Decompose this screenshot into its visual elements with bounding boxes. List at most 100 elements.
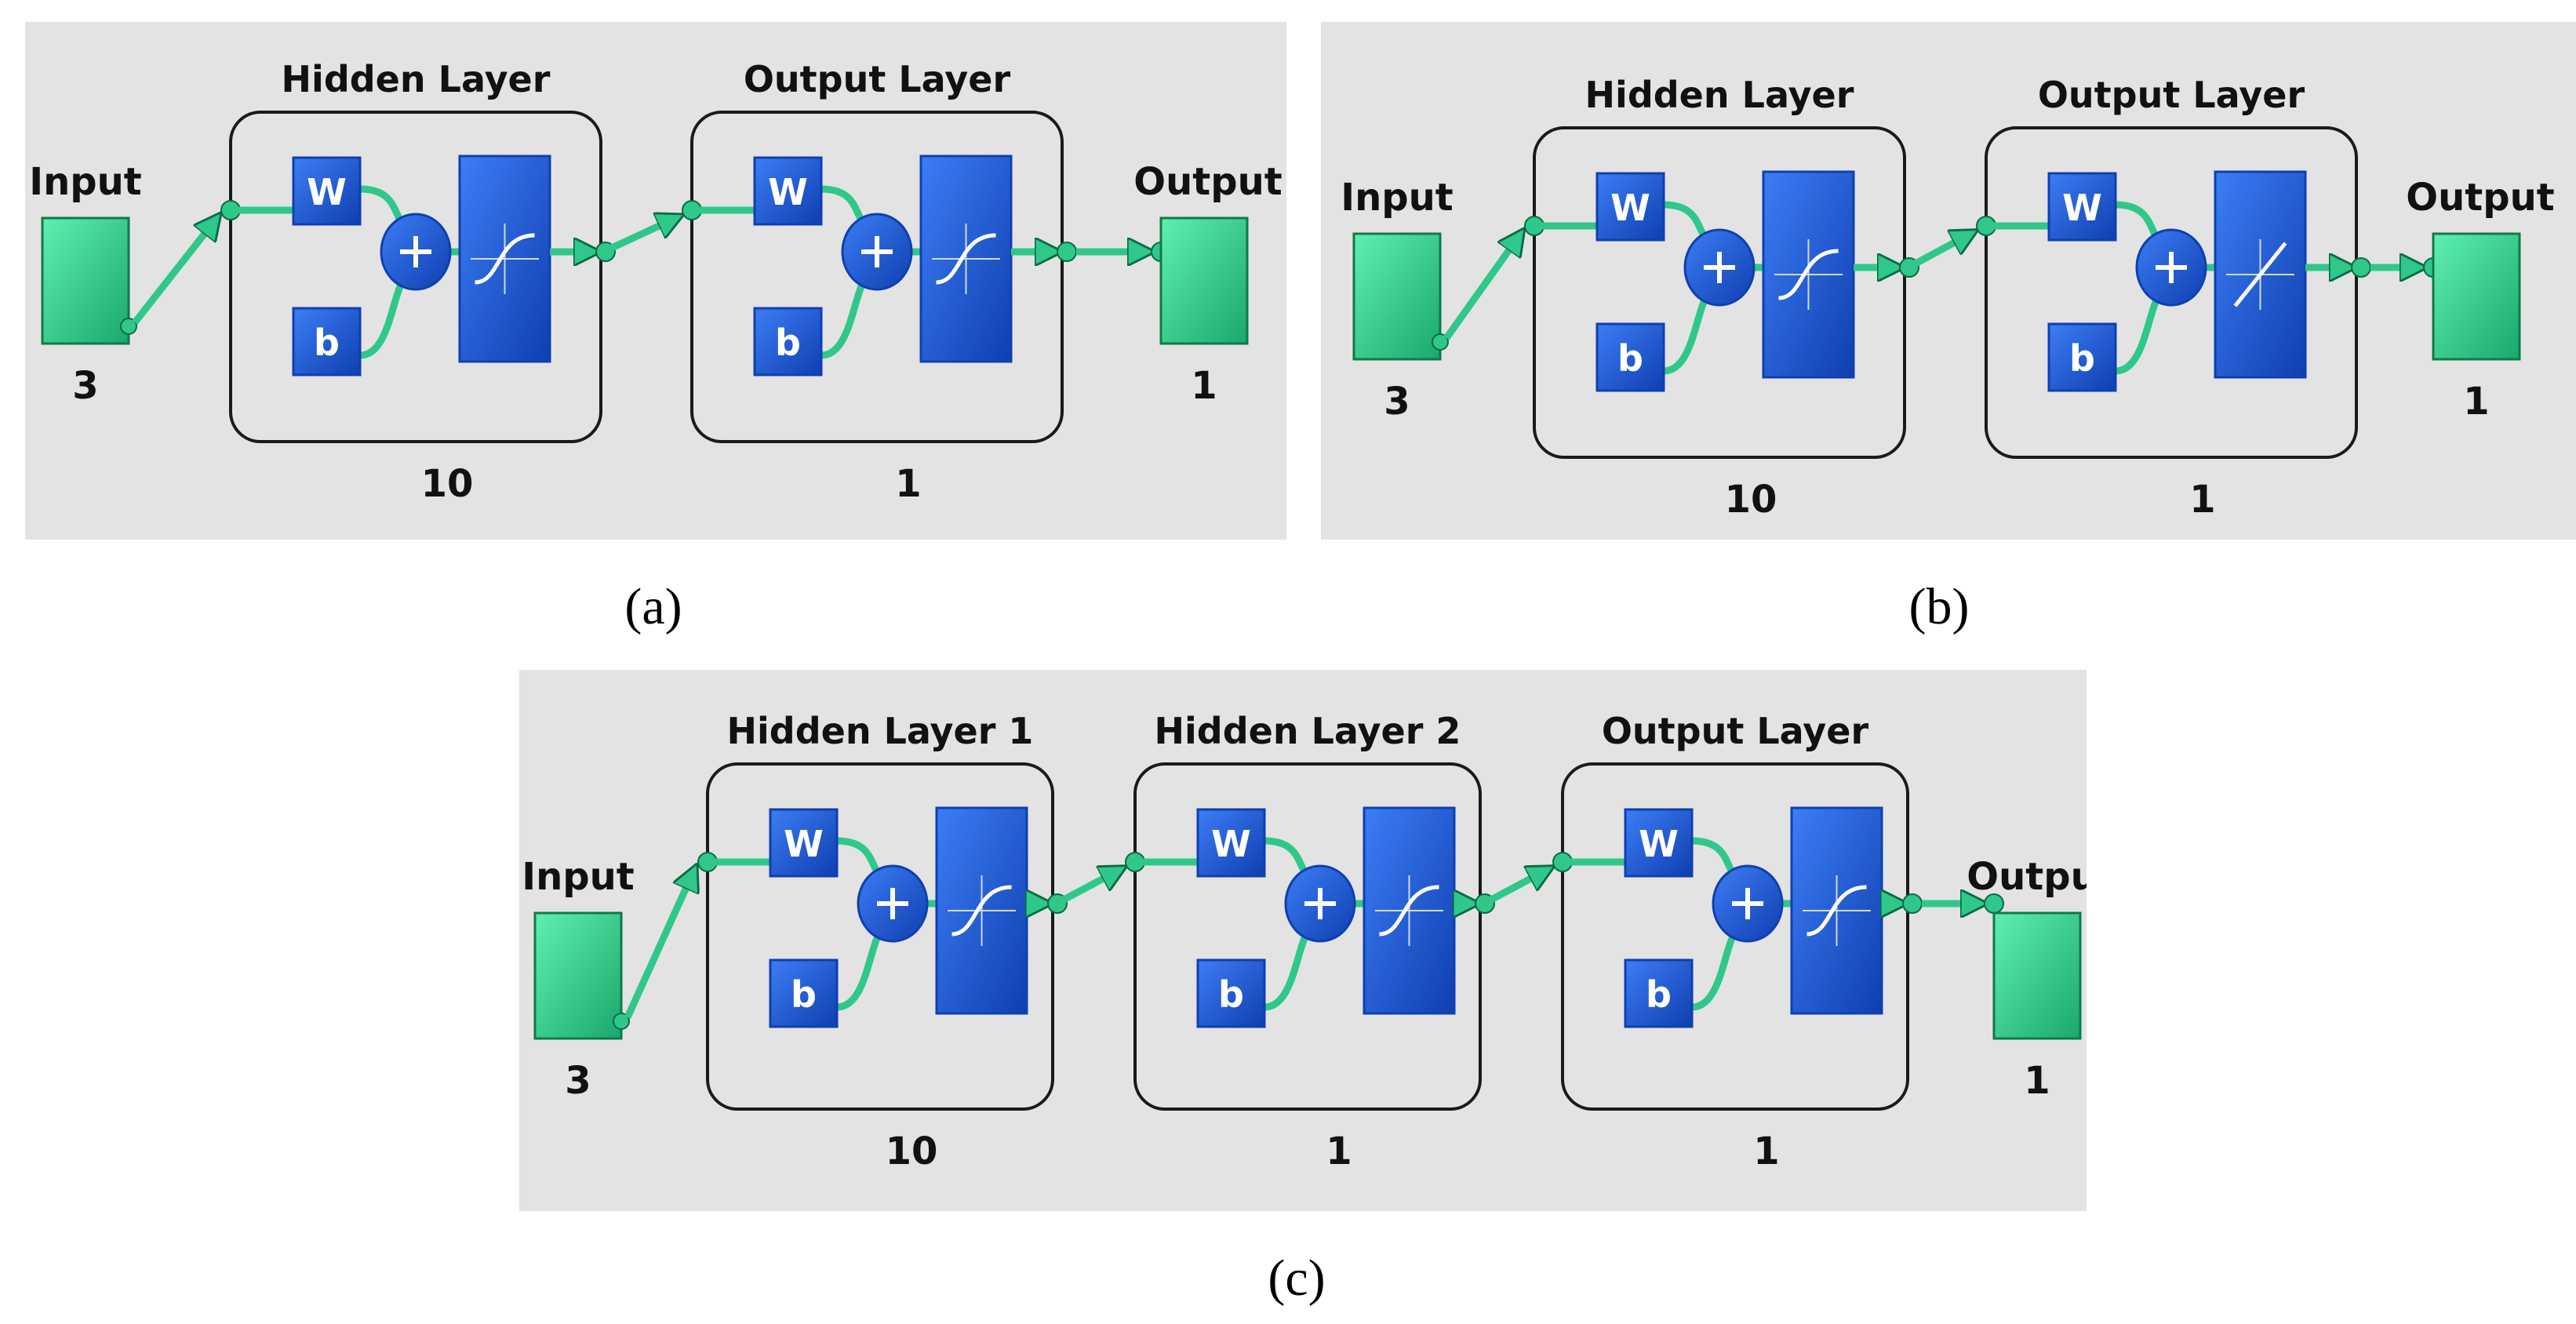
layer-frame — [1985, 126, 2358, 459]
layer-title: Output Layer — [2038, 74, 2305, 116]
weight-label: W — [1211, 823, 1251, 865]
weight-block — [1196, 808, 1266, 878]
layer-size: 1 — [895, 462, 921, 506]
layer-title: Hidden Layer 2 — [1155, 710, 1461, 752]
connector-dot — [2351, 257, 2371, 278]
bias-block — [292, 307, 362, 376]
connector-dot — [595, 242, 616, 262]
weight-block — [292, 156, 362, 226]
layer-frame — [1561, 762, 1909, 1111]
layer-size: 10 — [1725, 478, 1777, 522]
input-size: 3 — [72, 364, 98, 408]
caption-a: (a) — [624, 578, 682, 635]
output-label: Output — [2406, 176, 2554, 220]
layer-title: Output Layer — [1602, 710, 1869, 752]
connection-arrow — [132, 216, 218, 325]
bias-block — [2047, 322, 2117, 392]
bias-block — [769, 958, 839, 1028]
sigmoid-icon — [935, 806, 1028, 1015]
layer-size: 1 — [1753, 1129, 1779, 1173]
connector-dot — [613, 1013, 630, 1030]
bias-label: b — [1218, 973, 1244, 1016]
sigmoid-icon — [1363, 806, 1456, 1015]
plus-icon — [1284, 864, 1356, 943]
input-size: 3 — [1384, 380, 1410, 424]
weight-block — [1624, 808, 1694, 878]
connector-dot — [1057, 242, 1077, 262]
weight-label: W — [2062, 187, 2102, 229]
connector-dot — [120, 318, 137, 335]
sigmoid-icon — [919, 155, 1013, 363]
connector-dot — [1899, 257, 1919, 278]
input-node — [41, 216, 130, 345]
panel-background — [25, 22, 1286, 540]
sigmoid-icon — [1762, 170, 1855, 379]
layer-title: Hidden Layer 1 — [727, 710, 1034, 752]
weight-label: W — [1639, 823, 1679, 865]
layer-title: Hidden Layer — [1585, 74, 1854, 116]
bias-label: b — [314, 322, 340, 364]
bias-label: b — [1646, 973, 1672, 1016]
layer-size: 1 — [1326, 1129, 1352, 1173]
connection-arrow — [624, 868, 695, 1019]
sigmoid-icon — [458, 155, 551, 363]
connection-arrow — [1443, 232, 1522, 340]
layer-size: 10 — [421, 462, 474, 506]
connection-arrow — [1061, 868, 1122, 903]
output-node — [1992, 911, 2082, 1040]
output-node — [2432, 232, 2521, 361]
weight-label: W — [307, 171, 347, 213]
layer-title: Hidden Layer — [282, 58, 551, 100]
output-size: 1 — [2463, 380, 2489, 424]
connector-dot — [1432, 333, 1449, 351]
weight-label: W — [768, 171, 808, 213]
input-node — [1352, 232, 1442, 361]
linear-icon — [2214, 170, 2307, 379]
bias-label: b — [1617, 337, 1643, 380]
layer-size: 10 — [886, 1129, 938, 1173]
plus-icon — [2135, 228, 2207, 307]
weight-label: W — [784, 823, 824, 865]
sigmoid-icon — [1790, 806, 1883, 1015]
weight-block — [769, 808, 839, 878]
caption-c: (c) — [1268, 1249, 1326, 1307]
layer-frame — [706, 762, 1054, 1111]
connection-arrow — [1913, 232, 1974, 267]
plus-icon — [841, 213, 913, 291]
plus-icon — [1712, 864, 1784, 943]
plus-icon — [1683, 228, 1756, 307]
output-node — [1159, 216, 1249, 345]
layer-frame — [1533, 126, 1906, 459]
bias-block — [1595, 322, 1665, 392]
input-label: Input — [522, 855, 635, 899]
output-label: Output — [1967, 855, 2087, 899]
layer-frame — [1133, 762, 1482, 1111]
output-size: 1 — [2024, 1059, 2050, 1103]
connector-dot — [1475, 893, 1495, 914]
layer-title: Output Layer — [744, 58, 1011, 100]
bias-label: b — [791, 973, 817, 1016]
bias-label: b — [2069, 337, 2095, 380]
connection-arrow — [1489, 868, 1550, 903]
connector-dot — [1902, 893, 1923, 914]
layer-frame — [690, 111, 1064, 443]
plus-icon — [380, 213, 452, 291]
bias-block — [1196, 958, 1266, 1028]
weight-block — [753, 156, 823, 226]
plus-icon — [857, 864, 929, 943]
layer-frame — [229, 111, 602, 443]
weight-label: W — [1610, 187, 1650, 229]
bias-block — [753, 307, 823, 376]
input-node — [533, 911, 623, 1040]
caption-b: (b) — [1908, 578, 1970, 635]
bias-label: b — [775, 322, 801, 364]
weight-block — [1595, 172, 1665, 242]
connector-dot — [1047, 893, 1068, 914]
output-label: Output — [1133, 160, 1282, 204]
